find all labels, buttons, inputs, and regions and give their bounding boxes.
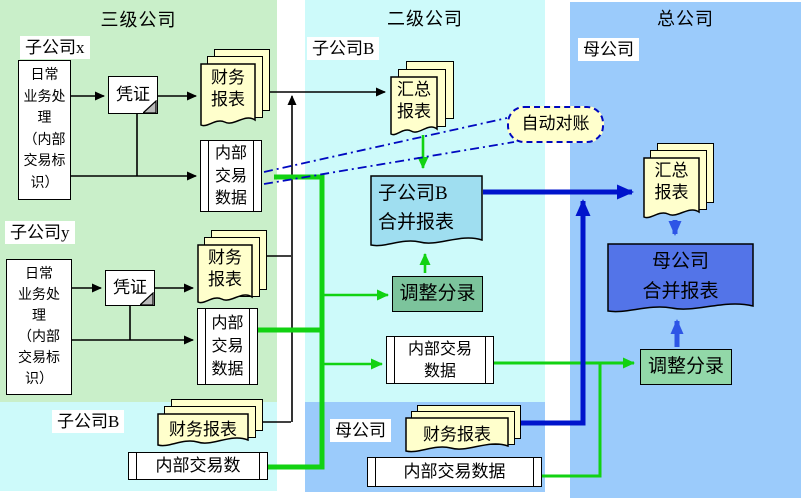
level2-internal-data-box: 内部交易 数据 xyxy=(386,336,494,384)
subx-internal-data-box: 内部 交易 数据 xyxy=(200,140,262,212)
subb-finreport-stack: 财务报表 xyxy=(157,399,265,449)
level2-parent-finreport-stack: 财务报表 xyxy=(405,405,523,457)
level2-parent-finreport-label: 财务报表 xyxy=(423,425,491,444)
level3-title: 三级公司 xyxy=(100,10,177,30)
subb-internal-data-box: 内部交易数 xyxy=(128,452,268,480)
document-shape xyxy=(200,63,256,127)
level1-consolidated-doc: 母公司 合并报表 xyxy=(607,243,754,317)
suby-process-box: 日常 业务处 理 （内部 交易标 识） xyxy=(6,259,72,395)
subx-finreport-label: 财务 报表 xyxy=(211,68,245,109)
subx-internal-data-label: 内部 交易 数据 xyxy=(214,145,247,207)
level2-subb-label: 子公司B xyxy=(307,37,380,60)
document-shape xyxy=(197,244,253,304)
suby-internal-data-label: 内部 交易 数据 xyxy=(211,315,244,378)
auto-reconcile-callout: 自动对账 xyxy=(507,106,604,143)
dashdot-reconcile-link-1 xyxy=(263,117,508,173)
level2-parent-internal-data-label: 内部交易数据 xyxy=(403,462,506,481)
suby-label: 子公司y xyxy=(5,221,75,244)
document-shape xyxy=(157,413,249,447)
level1-summary-report-stack: 汇总 报表 xyxy=(643,143,716,223)
dashdot-reconcile-link-2 xyxy=(263,141,515,185)
subx-finreport-stack: 财务 报表 xyxy=(200,49,272,131)
level2-consolidatedB-label: 子公司B 合并报表 xyxy=(378,183,455,233)
wavy-report-shape xyxy=(607,243,754,313)
document-shape xyxy=(643,157,700,219)
suby-voucher-label: 凭证 xyxy=(113,278,147,297)
subb-finreport-label: 财务报表 xyxy=(169,420,237,439)
level2-parent-internal-data-box: 内部交易数据 xyxy=(367,457,542,487)
level2-adjustment-box: 调整分录 xyxy=(392,276,483,312)
suby-voucher-note: 凭证 xyxy=(105,270,155,306)
level1-consolidated-label: 母公司 合并报表 xyxy=(642,251,719,302)
level2-consolidatedB-doc: 子公司B 合并报表 xyxy=(370,175,483,251)
wavy-report-shape xyxy=(370,175,483,247)
subb-internal-data-label: 内部交易数 xyxy=(155,456,241,475)
suby-finreport-label: 财务 报表 xyxy=(208,248,242,289)
folded-corner-icon xyxy=(143,100,157,114)
level2-summary-report-label: 汇总 报表 xyxy=(397,80,431,121)
level1-title: 总公司 xyxy=(657,9,714,29)
blue-arrow-parent-finrep-up xyxy=(517,199,591,426)
subx-voucher-note: 凭证 xyxy=(108,76,158,114)
level1-summary-report-label: 汇总 报表 xyxy=(654,161,689,202)
subx-label: 子公司x xyxy=(20,36,90,59)
green-line-parent-intdata-up xyxy=(542,364,602,478)
folded-corner-icon xyxy=(140,292,154,306)
subx-process-box: 日常 业务处 理 （内部 交易标 识） xyxy=(18,60,71,200)
suby-finreport-stack: 财务 报表 xyxy=(197,230,269,308)
level2-summary-report-stack: 汇总 报表 xyxy=(390,61,456,141)
level2-internal-data-label: 内部交易 数据 xyxy=(407,341,472,380)
level2-parent-label: 母公司 xyxy=(330,419,391,442)
document-shape xyxy=(390,76,438,136)
document-shape xyxy=(405,417,509,453)
green-trunk-intdata xyxy=(268,174,325,470)
subb-label: 子公司B xyxy=(52,410,125,433)
level2-title: 二级公司 xyxy=(387,9,463,29)
level1-adjustment-box: 调整分录 xyxy=(640,349,732,385)
suby-internal-data-box: 内部 交易 数据 xyxy=(197,308,258,385)
level1-parent-label: 母公司 xyxy=(578,38,639,61)
subx-voucher-label: 凭证 xyxy=(116,85,150,104)
